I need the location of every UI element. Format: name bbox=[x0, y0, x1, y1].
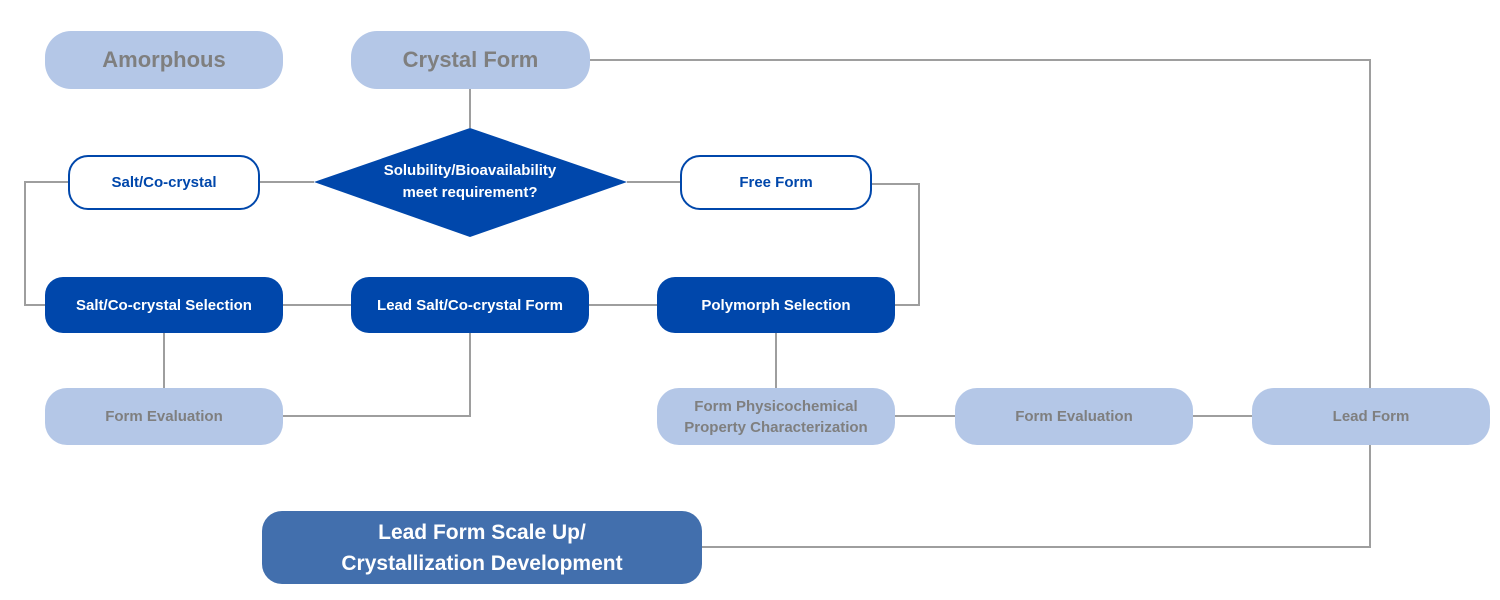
lead-salt-cocrystal-form-node: Lead Salt/Co-crystal Form bbox=[351, 277, 589, 333]
connector-lead-form-to-scale-up bbox=[702, 445, 1371, 548]
decision-label: Solubility/Bioavailability meet requirem… bbox=[383, 162, 557, 201]
form-evaluation-left-node: Form Evaluation bbox=[45, 388, 283, 445]
decision-diamond bbox=[314, 128, 627, 237]
free-form-node: Free Form bbox=[680, 155, 872, 210]
scale-up-node: Lead Form Scale Up/ Crystallization Deve… bbox=[262, 511, 702, 584]
form-evaluation-right-node: Form Evaluation bbox=[955, 388, 1193, 445]
salt-cocrystal-selection-node: Salt/Co-crystal Selection bbox=[45, 277, 283, 333]
connector-evaluation-to-lead-salt bbox=[283, 333, 471, 417]
connector-free-form-to-polymorph bbox=[872, 183, 920, 306]
crystal-form-node: Crystal Form bbox=[351, 31, 590, 89]
connector-crystal-to-lead-form bbox=[590, 59, 1371, 388]
amorphous-node: Amorphous bbox=[45, 31, 283, 89]
lead-form-node: Lead Form bbox=[1252, 388, 1490, 445]
connector-salt-to-selection bbox=[24, 181, 68, 306]
salt-cocrystal-node: Salt/Co-crystal bbox=[68, 155, 260, 210]
physicochemical-characterization-node: Form Physicochemical Property Characteri… bbox=[657, 388, 895, 445]
polymorph-selection-node: Polymorph Selection bbox=[657, 277, 895, 333]
